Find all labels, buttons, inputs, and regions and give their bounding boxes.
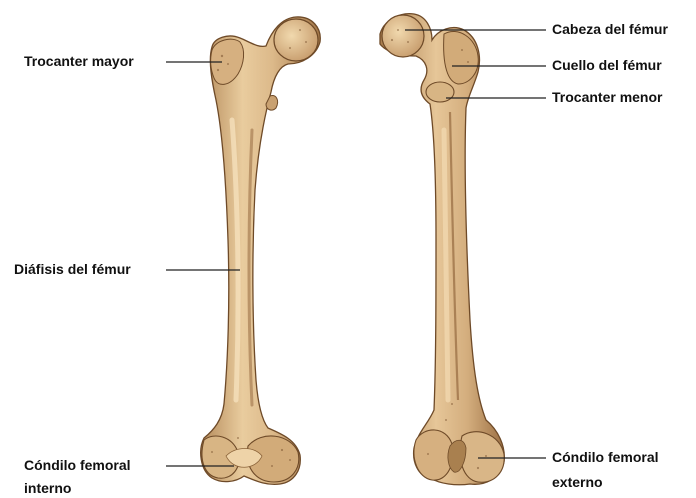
femur-anterior-view <box>201 17 321 484</box>
label-shaft: Diáfisis del fémur <box>14 261 131 278</box>
label-trochanter-major: Trocanter mayor <box>24 53 134 70</box>
label-neck: Cuello del fémur <box>552 57 662 74</box>
label-lateral-condyle-line1: Cóndilo femoral <box>552 449 659 466</box>
label-lateral-condyle-line2: externo <box>552 474 603 491</box>
femoral-head-posterior <box>382 15 424 57</box>
lesser-trochanter-posterior <box>426 82 454 102</box>
medial-condyle-posterior <box>414 430 453 480</box>
label-head: Cabeza del fémur <box>552 21 668 38</box>
femoral-head-anterior <box>274 19 318 61</box>
label-trochanter-minor: Trocanter menor <box>552 89 662 106</box>
femur-posterior-view <box>380 14 504 485</box>
label-medial-condyle-line2: interno <box>24 480 71 497</box>
label-medial-condyle-line1: Cóndilo femoral <box>24 457 131 474</box>
femur-anterior-outline <box>201 17 321 484</box>
